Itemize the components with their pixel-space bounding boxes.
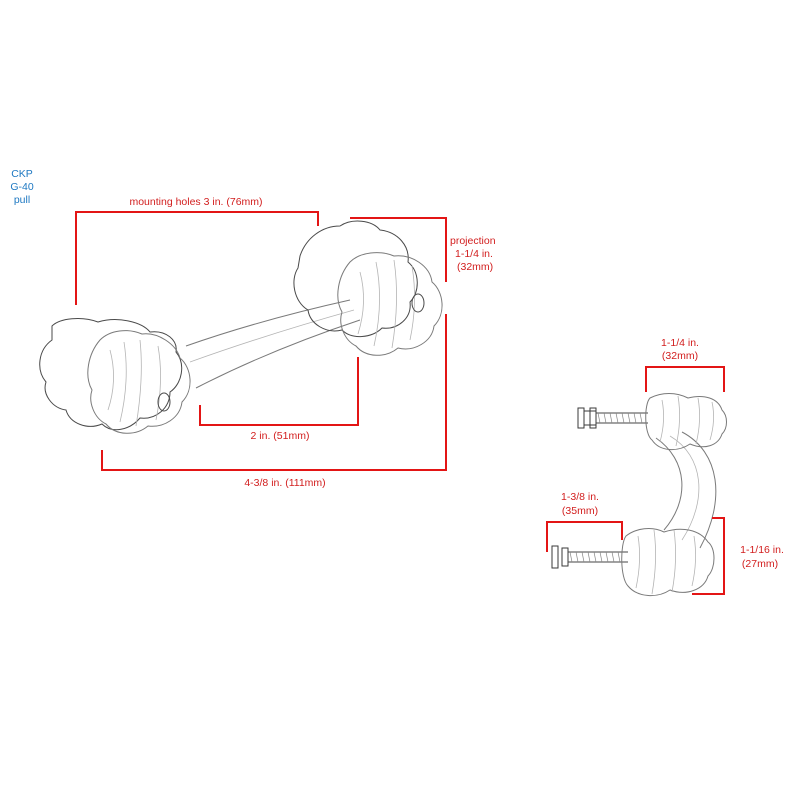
mounting-holes-label: mounting holes 3 in. (76mm) bbox=[129, 196, 262, 208]
right-screw-hole bbox=[411, 293, 425, 313]
lower-screw bbox=[551, 545, 628, 569]
lower-screw-washer bbox=[561, 547, 569, 567]
pull-bar-top-edge bbox=[185, 299, 351, 347]
left-flute-2 bbox=[119, 341, 127, 423]
right-post-base bbox=[293, 220, 418, 337]
lower-knob-flute-1 bbox=[635, 535, 640, 589]
right-knob-face bbox=[337, 252, 443, 356]
overall-length-label: 4-3/8 in. (111mm) bbox=[244, 477, 325, 489]
side-bar-inner bbox=[655, 437, 683, 531]
knob-width-bracket bbox=[645, 366, 725, 392]
projection-label-2: 1-1/4 in. bbox=[455, 248, 493, 260]
pull-side-view bbox=[551, 393, 727, 596]
screw-length-label-2: (35mm) bbox=[562, 505, 598, 517]
upper-knob-flute-3 bbox=[695, 397, 700, 445]
product-code: CKP G-40 pull bbox=[10, 168, 34, 206]
lower-knob-flute-3 bbox=[671, 529, 676, 593]
right-flute-2 bbox=[373, 261, 380, 347]
inner-span-label: 2 in. (51mm) bbox=[251, 430, 310, 442]
knob-width-label-1: 1-1/4 in. bbox=[661, 337, 699, 349]
lower-knob-flute-4 bbox=[691, 535, 696, 587]
code-line-1: CKP bbox=[11, 168, 33, 180]
left-post-base bbox=[39, 318, 183, 431]
side-bar-outer bbox=[681, 431, 717, 549]
side-view-dimensions: 1-1/4 in. (32mm) 1-3/8 in. (35mm) 1-1/16… bbox=[546, 337, 784, 595]
projection-label-1: projection bbox=[450, 235, 496, 247]
right-flute-3 bbox=[391, 259, 397, 349]
pull-bar-bottom-edge bbox=[195, 319, 361, 389]
right-flute-1 bbox=[357, 271, 364, 335]
lower-screw-thread bbox=[569, 551, 621, 563]
lower-knob bbox=[621, 528, 715, 596]
knob-height-label-2: (27mm) bbox=[742, 558, 778, 570]
left-flute-4 bbox=[155, 345, 161, 421]
lower-knob-flute-2 bbox=[651, 529, 656, 595]
upper-screw bbox=[577, 407, 648, 429]
left-screw-hole bbox=[157, 392, 171, 412]
knob-height-label-1: 1-1/16 in. bbox=[740, 544, 784, 556]
screw-length-label-1: 1-3/8 in. bbox=[561, 491, 599, 503]
upper-knob-flute-4 bbox=[709, 401, 714, 441]
upper-screw-head bbox=[577, 407, 585, 429]
code-line-3: pull bbox=[14, 194, 30, 206]
upper-screw-washer bbox=[589, 407, 597, 429]
projection-label-3: (32mm) bbox=[457, 261, 493, 273]
inner-span-bracket bbox=[199, 357, 359, 426]
knob-width-label-2: (32mm) bbox=[662, 350, 698, 362]
upper-knob-flute-1 bbox=[659, 399, 664, 443]
code-line-2: G-40 bbox=[10, 181, 34, 193]
side-bar-highlight bbox=[669, 435, 700, 541]
mounting-holes-bracket bbox=[75, 211, 319, 305]
upper-knob bbox=[645, 393, 727, 450]
pull-top-view bbox=[39, 220, 443, 434]
screw-length-bracket bbox=[546, 521, 623, 552]
top-view-dimensions: mounting holes 3 in. (76mm) projection 1… bbox=[75, 196, 496, 489]
left-flute-1 bbox=[107, 349, 114, 411]
knob-height-bracket bbox=[692, 517, 725, 595]
overall-length-bracket bbox=[101, 314, 447, 471]
right-flute-4 bbox=[409, 265, 415, 341]
upper-screw-thread bbox=[597, 412, 643, 424]
left-knob-face bbox=[87, 330, 191, 434]
upper-knob-flute-2 bbox=[675, 395, 680, 447]
projection-bracket bbox=[350, 217, 447, 282]
left-flute-3 bbox=[135, 339, 142, 427]
pull-bar-highlight bbox=[189, 309, 355, 363]
lower-screw-head bbox=[551, 545, 559, 569]
